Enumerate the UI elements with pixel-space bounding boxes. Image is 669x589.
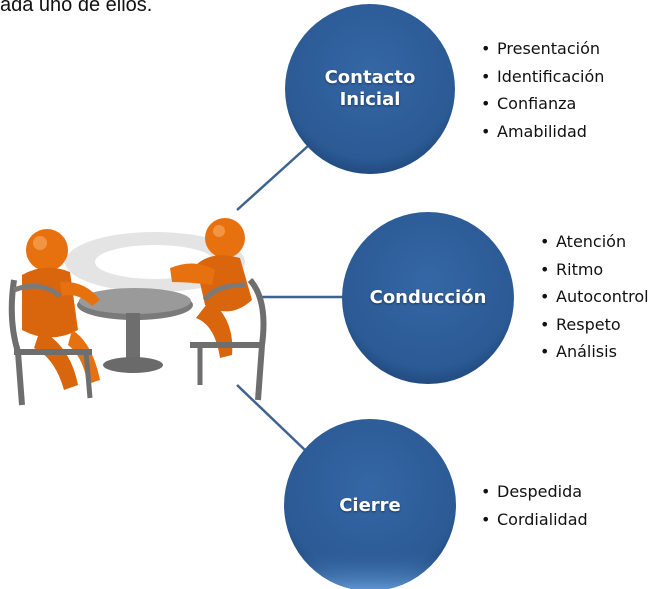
list-item: Análisis (540, 338, 649, 366)
circle-cierre-shine (284, 419, 456, 589)
list-item: Presentación (481, 35, 604, 63)
bullet-list-contacto: Presentación Identificación Confianza Am… (481, 35, 604, 145)
circle-contacto (285, 4, 455, 174)
list-item: Respeto (540, 311, 649, 339)
intro-text: ada uno de ellos. (0, 0, 153, 16)
list-item: Amabilidad (481, 118, 604, 146)
stage-title-line: Conducción (369, 286, 487, 308)
stage-title-line: Contacto (324, 66, 416, 88)
connector-cierre (236, 384, 307, 452)
list-item: Ritmo (540, 256, 649, 284)
list-item: Cordialidad (481, 506, 588, 534)
bullet-list-conduccion: Atención Ritmo Autocontrol Respeto Análi… (540, 228, 649, 366)
list-item: Atención (540, 228, 649, 256)
connector-contacto (236, 145, 309, 211)
bullet-list-cierre: Despedida Cordialidad (481, 478, 588, 533)
list-item: Autocontrol (540, 283, 649, 311)
list-item: Despedida (481, 478, 588, 506)
list-item: Identificación (481, 63, 604, 91)
stage-title-cierre: Cierre (300, 478, 440, 534)
stage-title-line: Inicial (339, 89, 401, 110)
circle-conduccion (342, 212, 514, 384)
list-item: Confianza (481, 90, 604, 118)
stage-title-conduccion: Conducción (358, 270, 498, 326)
people-meeting-icon (8, 218, 267, 406)
stage-title-contacto: Contacto Inicial (300, 45, 440, 133)
stage-title-line: Cierre (339, 494, 401, 516)
